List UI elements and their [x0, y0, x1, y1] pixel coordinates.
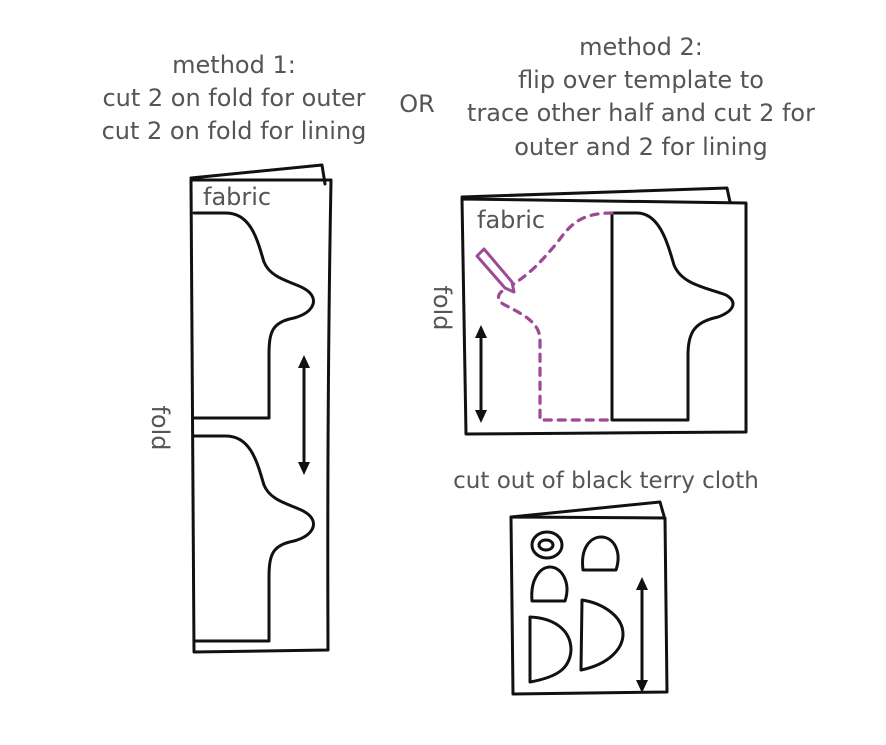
method2-fold-label: fold	[428, 285, 456, 330]
terry-caption: cut out of black terry cloth	[453, 468, 759, 494]
grainline-arrow	[636, 577, 648, 693]
method1-title: method 1:	[172, 51, 296, 79]
wing-piece	[528, 615, 573, 684]
grainline-arrow	[475, 325, 487, 423]
fabric-front-layer	[509, 515, 669, 696]
wing-piece	[579, 598, 625, 672]
method1-fabric: fabric fold	[146, 163, 333, 654]
eye-piece	[530, 530, 564, 560]
method2-fabric: fabric fold	[428, 186, 748, 436]
pattern-piece-outer	[192, 211, 315, 420]
method1-line-outer: cut 2 on fold for outer	[102, 84, 365, 112]
grainline-arrow	[298, 355, 310, 475]
method2-title: method 2:	[579, 33, 703, 61]
small-arc-piece	[581, 535, 620, 572]
fabric-back-layer	[189, 163, 327, 186]
method1-fabric-label: fabric	[203, 183, 271, 211]
pattern-template	[610, 211, 735, 422]
small-arc-piece	[530, 565, 569, 603]
traced-half-line	[496, 211, 614, 422]
method2-line-1: flip over template to	[518, 66, 764, 94]
pattern-piece-lining	[192, 434, 315, 643]
method1-fold-label: fold	[146, 405, 174, 450]
fabric-front-layer	[460, 197, 748, 436]
pencil-icon	[475, 247, 516, 294]
method2-line-3: outer and 2 for lining	[514, 133, 768, 161]
method2-fabric-label: fabric	[477, 206, 545, 234]
terry-fabric	[509, 500, 669, 696]
method1-line-lining: cut 2 on fold for lining	[102, 117, 367, 145]
method2-line-2: trace other half and cut 2 for	[467, 99, 815, 127]
fabric-back-layer	[509, 500, 666, 519]
fabric-front-layer	[189, 178, 333, 654]
or-separator: OR	[399, 90, 435, 118]
fabric-back-layer	[460, 186, 732, 204]
